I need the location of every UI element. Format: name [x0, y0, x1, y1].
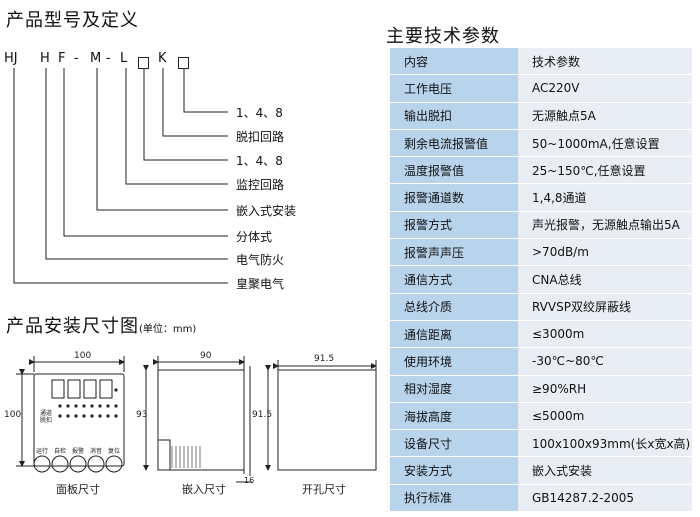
spec-value: ≥90%RH	[518, 375, 692, 403]
model-section-title: 产品型号及定义	[6, 10, 139, 31]
panel-button-label: 复位	[108, 448, 121, 455]
spec-key: 安装方式	[390, 456, 518, 485]
spec-value: ≤5000m	[518, 402, 692, 431]
spec-row: 输出脱扣无源触点5A	[390, 102, 692, 130]
spec-key: 温度报警值	[390, 156, 518, 185]
spec-value: >70dB/m	[518, 238, 692, 267]
spec-value: 100x100x93mm(长x宽x高)	[518, 429, 692, 458]
spec-row: 相对湿度≥90%RH	[390, 375, 692, 403]
spec-row: 报警声声压>70dB/m	[390, 238, 692, 267]
spec-row: 内容技术参数	[390, 48, 692, 76]
panel-button-label: 自检	[54, 448, 67, 455]
panel-row-label: 通道	[40, 410, 53, 417]
spec-row: 通信距离≤3000m	[390, 320, 692, 349]
spec-row: 安装方式嵌入式安装	[390, 456, 692, 485]
model-label: 嵌入式安装	[236, 204, 297, 218]
panel-button-label: 消音	[90, 448, 103, 455]
spec-value: 技术参数	[518, 48, 692, 76]
cutout-caption: 开孔尺寸	[302, 483, 346, 496]
model-label: 分体式	[236, 230, 273, 244]
install-unit: (单位：mm)	[139, 324, 197, 335]
spec-value: GB14287.2-2005	[518, 484, 692, 513]
panel-button-label: 报警	[72, 448, 85, 455]
cutout-width: 91.5	[314, 354, 335, 364]
spec-value: ≤3000m	[518, 320, 692, 349]
spec-key: 海拔高度	[390, 402, 518, 431]
model-label: 1、4、8	[236, 106, 283, 120]
spec-value: 声光报警，无源触点输出5A	[518, 211, 692, 240]
code-part: K	[158, 51, 167, 66]
panel-button-label: 运行	[36, 448, 49, 455]
panel-height: 100	[4, 410, 22, 420]
install-drawings	[16, 356, 377, 483]
spec-key: 执行标准	[390, 484, 518, 513]
spec-key: 通信方式	[390, 265, 518, 294]
embed-width: 90	[200, 351, 212, 361]
spec-key: 通信距离	[390, 320, 518, 349]
spec-key: 报警声声压	[390, 238, 518, 267]
spec-row: 使用环境-30℃~80℃	[390, 347, 692, 376]
code-part: L	[120, 51, 128, 66]
panel-width: 100	[74, 351, 92, 361]
code-part: -	[106, 51, 111, 66]
spec-section-title: 主要技术参数	[386, 26, 500, 47]
embed-caption: 嵌入尺寸	[182, 483, 226, 496]
spec-value: 无源触点5A	[518, 102, 692, 130]
spec-key: 输出脱扣	[390, 102, 518, 130]
model-label: 监控回路	[236, 178, 285, 192]
spec-key: 工作电压	[390, 74, 518, 103]
spec-value: RVVSP双绞屏蔽线	[518, 293, 692, 321]
spec-value: 嵌入式安装	[518, 456, 692, 485]
spec-value: 1,4,8通道	[518, 183, 692, 212]
spec-key: 剩余电流报警值	[390, 129, 518, 158]
model-label: 1、4、8	[236, 154, 283, 168]
spec-value: 25~150℃,任意设置	[518, 156, 692, 185]
model-label: 电气防火	[236, 253, 285, 267]
code-part: HJ	[4, 51, 18, 66]
spec-value: -30℃~80℃	[518, 347, 692, 376]
spec-key: 报警方式	[390, 211, 518, 240]
spec-row: 海拔高度≤5000m	[390, 402, 692, 431]
spec-key: 总线介质	[390, 293, 518, 321]
model-leader-lines	[13, 68, 228, 284]
panel-row-label: 脱扣	[40, 417, 53, 424]
install-section-title: 产品安装尺寸图(单位：mm)	[6, 312, 196, 338]
code-part: H	[40, 51, 50, 66]
spec-row: 报警方式声光报警，无源触点输出5A	[390, 211, 692, 240]
spec-key: 使用环境	[390, 347, 518, 376]
spec-key: 报警通道数	[390, 183, 518, 212]
embed-thickness: 16	[244, 476, 255, 485]
code-part: -	[74, 51, 79, 66]
code-part: F	[58, 51, 66, 66]
spec-key: 设备尺寸	[390, 429, 518, 458]
model-label: 皇聚电气	[236, 277, 285, 291]
model-code: HJ	[4, 51, 18, 66]
spec-value: CNA总线	[518, 265, 692, 294]
spec-value: AC220V	[518, 74, 692, 103]
install-title-text: 产品安装尺寸图	[6, 316, 139, 337]
spec-key: 相对湿度	[390, 375, 518, 403]
cutout-height: 91.5	[252, 410, 273, 420]
spec-key: 内容	[390, 48, 518, 76]
spec-value: 50~1000mA,任意设置	[518, 129, 692, 158]
embed-depth: 93	[136, 410, 148, 420]
model-label: 脱扣回路	[236, 130, 285, 144]
code-part: M	[90, 51, 102, 66]
panel-caption: 面板尺寸	[56, 483, 100, 496]
